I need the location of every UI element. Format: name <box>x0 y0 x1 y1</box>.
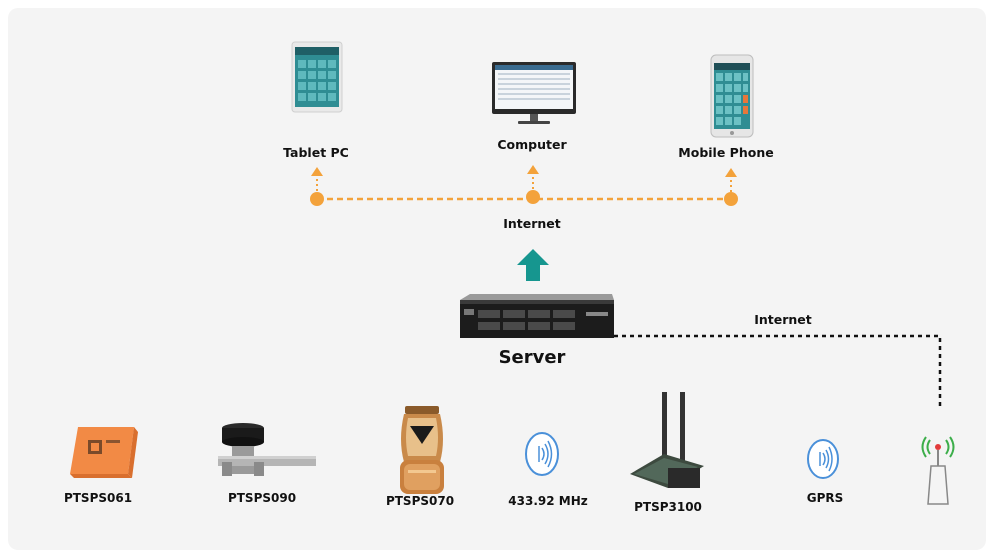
rf-frequency-label: 433.92 MHz <box>508 494 588 508</box>
internet-label-right: Internet <box>754 312 812 327</box>
ptsps061-device-image <box>70 427 138 478</box>
computer-label: Computer <box>497 137 567 152</box>
server-label: Server <box>498 347 566 368</box>
ptsps061-label: PTSPS061 <box>63 491 133 505</box>
rf-signal-icon <box>525 432 559 476</box>
ptsp3100-device-image <box>630 392 704 488</box>
tablet-pc-label: Tablet PC <box>283 145 349 160</box>
internet-label-top: Internet <box>503 216 561 231</box>
ptsps090-device-image <box>218 423 316 476</box>
mobile-phone-image <box>710 54 754 138</box>
gprs-label: GPRS <box>806 491 844 505</box>
tablet-pc-image <box>291 41 343 113</box>
phone-link-arrow <box>725 168 737 193</box>
tablet-node-dot <box>310 192 324 206</box>
upload-arrow-icon <box>517 249 549 281</box>
gprs-signal-icon <box>807 439 839 479</box>
ptsps070-label: PTSPS070 <box>385 494 455 508</box>
antenna-icon <box>921 436 955 505</box>
mobile-phone-label: Mobile Phone <box>678 145 774 160</box>
tablet-link-arrow <box>311 167 323 192</box>
computer-image <box>492 62 576 124</box>
phone-node-dot <box>724 192 738 206</box>
computer-link-arrow <box>527 165 539 191</box>
server-image <box>460 294 614 338</box>
ptsp3100-label: PTSP3100 <box>634 500 702 514</box>
ptsps090-label: PTSPS090 <box>227 491 297 505</box>
ptsps070-device-image <box>400 406 444 494</box>
computer-node-dot <box>526 190 540 204</box>
